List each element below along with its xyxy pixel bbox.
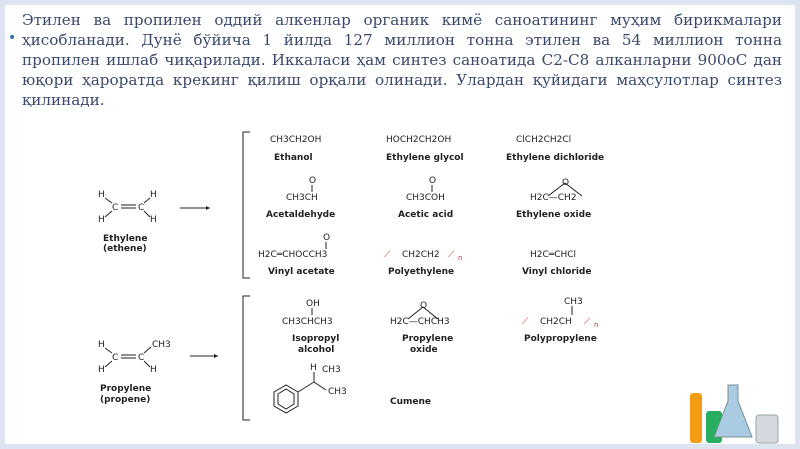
polypropylene-name: Polypropylene (524, 334, 597, 344)
acetic-acid-formula: CH3COH (406, 193, 445, 203)
polyethylene-formula-group: ⟋ CH2CH2 ⟋ n (384, 250, 462, 262)
svg-text:n: n (594, 321, 598, 329)
lab-glassware-illustration (676, 375, 786, 445)
propylene-label: Propylene (100, 384, 151, 394)
cumene-h: H (310, 363, 317, 373)
ethylene-glycol-name: Ethylene glycol (386, 153, 464, 163)
polypropylene-formula-group: ⟋ CH2CH ⟋ n (522, 317, 598, 329)
acetaldehyde-oxygen: O (309, 176, 316, 186)
ethylene-label: Ethylene (103, 234, 147, 244)
polyethylene-name: Polyethylene (388, 267, 454, 277)
vinyl-acetate-formula: H2C═CHOCCH3 (258, 250, 327, 260)
svg-text:H: H (98, 340, 105, 350)
beaker-icon (755, 414, 779, 444)
alkene-products-figure: H H H H C C Ethylene (ethene) CH3CH2OH E… (78, 128, 660, 424)
polypropylene-formula: CH2CH (540, 317, 572, 327)
propylene-structure: H H H CH3 C C (98, 340, 171, 375)
ethylene-oxide-name: Ethylene oxide (516, 210, 591, 220)
svg-text:H: H (150, 365, 157, 375)
propylene-oxide-name-1: Propylene (402, 334, 453, 344)
slide-paragraph: Этилен ва пропилен оддий алкенлар органи… (22, 11, 782, 109)
eth-c2: C (138, 203, 144, 213)
ethylene-dichloride-name: Ethylene dichloride (506, 153, 604, 163)
eth-h-tr: H (150, 190, 157, 200)
polypropylene-methyl: CH3 (564, 297, 583, 307)
acetic-oxygen: O (429, 176, 436, 186)
bullet-marker: • (8, 30, 17, 46)
propylene-arrowhead (214, 354, 218, 358)
ethanol-name: Ethanol (274, 153, 313, 163)
ethylene-structure: H H H H C C (98, 190, 157, 225)
acetaldehyde-formula: CH3CH (286, 193, 318, 203)
vinyl-chloride-formula: H2C═CHCl (530, 250, 576, 260)
cumene-methyl-bottom: CH3 (328, 387, 347, 397)
svg-text:⟋: ⟋ (584, 317, 591, 327)
cumene-name: Cumene (390, 397, 431, 407)
ethanol-formula: CH3CH2OH (270, 135, 321, 145)
isopropyl-name-1: Isopropyl (292, 334, 339, 344)
propylene-oxide-formula: H2C—CHCH3 (390, 317, 450, 327)
figure-svg: H H H H C C Ethylene (ethene) CH3CH2OH E… (98, 131, 604, 421)
propylene-oxide-oxygen: O (420, 301, 427, 311)
svg-text:H: H (98, 365, 105, 375)
polyethylene-close-bracket: ⟋ (448, 250, 455, 260)
eth-h-br: H (150, 215, 157, 225)
acetic-acid-name: Acetic acid (398, 210, 453, 220)
polyethylene-formula: CH2CH2 (402, 250, 440, 260)
ethene-label: (ethene) (103, 244, 147, 254)
vinyl-acetate-oxygen: O (323, 233, 330, 243)
eth-h-bl: H (98, 215, 105, 225)
eth-c1: C (112, 203, 118, 213)
polyethylene-n: n (458, 254, 462, 262)
svg-text:⟋: ⟋ (522, 317, 529, 327)
isopropyl-formula: CH3CHCH3 (282, 317, 333, 327)
test-tube-icon (690, 393, 702, 443)
erlenmeyer-flask-icon (713, 384, 753, 438)
acetaldehyde-name: Acetaldehyde (266, 210, 335, 220)
propylene-oxide-name-2: oxide (410, 345, 438, 355)
svg-text:C: C (112, 353, 118, 363)
propene-label: (propene) (100, 395, 150, 405)
eth-h-tl: H (98, 190, 105, 200)
ethylene-brace (242, 131, 250, 279)
cumene-methyl-top: CH3 (322, 365, 341, 375)
vinyl-acetate-name: Vinyl acetate (268, 267, 335, 277)
vinyl-chloride-name: Vinyl chloride (522, 267, 591, 277)
ethylene-glycol-formula: HOCH2CH2OH (386, 135, 451, 145)
polyethylene-open-bracket: ⟋ (384, 250, 391, 260)
propylene-methyl: CH3 (152, 340, 171, 350)
isopropyl-name-2: alcohol (298, 345, 334, 355)
benzene-ring (273, 372, 327, 414)
ethylene-dichloride-formula: ClCH2CH2Cl (516, 135, 571, 145)
ethylene-oxide-formula: H2C—CH2 (530, 193, 577, 203)
ethylene-arrowhead (206, 206, 210, 210)
propylene-brace (242, 295, 250, 421)
isopropyl-oh: OH (306, 299, 320, 309)
svg-text:C: C (138, 353, 144, 363)
